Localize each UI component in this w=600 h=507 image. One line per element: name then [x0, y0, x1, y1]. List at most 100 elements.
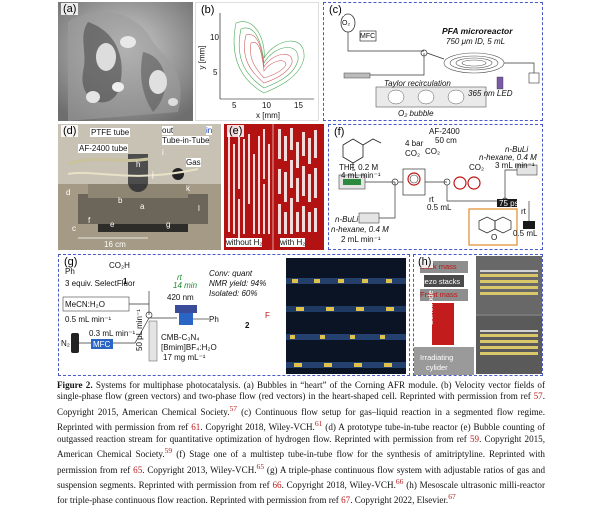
n2-label: N₂	[61, 339, 70, 348]
caption-ref-sup[interactable]: 59	[164, 446, 173, 456]
ptfe-tube-label: PTFE tube	[90, 128, 131, 137]
flow-setup-diagram	[340, 13, 540, 108]
panel-f-label: (f)	[332, 126, 347, 138]
rt-1: rt	[429, 195, 434, 204]
part-letter-d: d	[66, 188, 71, 197]
caption-ref-sup[interactable]: 61	[314, 419, 323, 429]
panel-g-photos	[286, 258, 406, 374]
reactor-spec: 750 μm ID, 5 mL	[446, 37, 506, 46]
volume-2: 0.5 mL	[513, 229, 538, 238]
caption-ref-link[interactable]: 66	[272, 480, 282, 490]
cylinder-label: cylider	[426, 363, 448, 372]
caption-ref-sup[interactable]: 67	[448, 492, 456, 502]
panel-f-frame	[328, 124, 543, 250]
part-letter-k: k	[186, 184, 190, 193]
panel-f-scheme: (f) THF, 0.2 M 4 mL min⁻¹ n-BuLi n-hexan…	[329, 125, 542, 249]
panel-e-bubble-counting: (e) without H₂ with H₂	[224, 124, 324, 250]
reagent-ph: Ph	[65, 267, 75, 276]
part-letter-e: e	[110, 220, 115, 229]
isolated-yield: Isolated: 60%	[209, 289, 258, 298]
back-mass-label: Back mass	[420, 262, 457, 271]
caption-ref-sup[interactable]: 57	[229, 403, 238, 413]
caption-ref-link[interactable]: 61	[191, 422, 201, 433]
caption-text-10: . Copyright 2018, Wiley-VCH.	[281, 480, 396, 490]
caption-figure-number: Figure 2.	[57, 380, 93, 390]
vol-flow: 50 μL min⁻¹	[135, 309, 144, 351]
led-label: 365 nm LED	[468, 89, 513, 98]
x-tick-10: 10	[262, 101, 271, 110]
selectfluor-equiv: 3 equiv. SelectFluor	[65, 279, 136, 288]
panel-c-label: (c)	[327, 4, 344, 16]
part-letter-h: h	[136, 160, 141, 169]
nmr-yield: NMR yield: 94%	[209, 279, 267, 288]
reactor-title: PFA microreactor	[442, 26, 513, 36]
sonotrode-label: Sonotrode	[426, 290, 435, 325]
panel-h-label: (h)	[416, 256, 434, 268]
segment-photos	[286, 258, 406, 374]
ionic-liquid: [Bmim]BF₄:H₂O	[161, 343, 217, 352]
nbuli-2-flow: 3 mL min⁻¹	[495, 161, 535, 170]
caption-text-5: (d) A prototype tube-in-tube reactor (e)…	[57, 422, 545, 444]
nbuli-2: n-BuLi	[505, 145, 529, 154]
nbuli-1-flow: 2 mL min⁻¹	[341, 235, 381, 244]
catalyst-amount: 17 mg mL⁻¹	[163, 353, 206, 362]
y-tick-10: 10	[210, 33, 219, 42]
panel-g-frame	[58, 254, 410, 376]
co2-in-label: CO₂	[405, 149, 421, 158]
figure-caption: Figure 2. Systems for multiphase photoca…	[57, 380, 545, 507]
part-letter-c: c	[72, 224, 76, 233]
caption-text-6: . Copyright 2015, American Chemical Soci…	[57, 433, 545, 460]
caption-ref-link[interactable]: 59	[469, 433, 480, 444]
rt-2: rt	[521, 207, 526, 216]
nbuli-2-conc: n-hexane, 0.4 M	[479, 153, 537, 162]
gas-label: Gas	[186, 158, 201, 167]
reagent-flow: 4 mL min⁻¹	[341, 171, 381, 180]
co2-vent-label: CO₂	[469, 163, 485, 172]
part-letter-l: l	[198, 204, 200, 213]
scale-label: 16 cm	[104, 240, 126, 249]
reactor-coil-photos	[476, 256, 542, 374]
front-mass-label: Front mass	[420, 290, 458, 299]
back-pressure: 75 psi	[499, 199, 521, 208]
tube-in-tube-label: Tube-in-Tube	[162, 136, 210, 145]
n2-flow: 0.3 mL min⁻¹	[89, 329, 136, 338]
caption-text-8: . Copyright 2013, Wiley-VCH.	[142, 464, 257, 475]
wavelength-label: 420 nm	[167, 293, 194, 302]
part-letter-a: a	[140, 202, 145, 211]
panel-b-label: (b)	[199, 4, 217, 16]
substrate-number: 1	[123, 277, 128, 286]
irradiating-label: Irradiating	[420, 353, 454, 362]
caption-ref-link[interactable]: 57	[533, 391, 543, 402]
x-axis-label: x [mm]	[256, 111, 280, 120]
caption-ref-link[interactable]: 65	[133, 464, 143, 475]
part-letter-f: f	[88, 216, 91, 225]
in-label: in	[206, 126, 213, 135]
panel-e-label: (e)	[227, 125, 245, 137]
without-h2-label: without H₂	[226, 238, 263, 247]
caption-text-4: . Copyright 2018, Wiley-VCH.	[200, 422, 315, 433]
caption-ref-sup[interactable]: 66	[395, 476, 404, 486]
caption-ref-sup[interactable]: 65	[256, 461, 265, 471]
panel-h-photos	[476, 256, 542, 374]
carboxylic-acid: CO₂H	[109, 261, 130, 270]
out-label: out	[162, 126, 174, 135]
rt-g: rt	[177, 273, 182, 282]
caption-text-3: (c) Continuous flow setup for gas–liquid…	[57, 406, 545, 433]
vector-field-plot	[219, 13, 314, 100]
volume-1: 0.5 mL	[427, 203, 452, 212]
piezo-label: Piezo stacks	[418, 277, 461, 286]
part-letter-j: j	[152, 170, 154, 179]
mfc-label: MFC	[360, 33, 376, 40]
af2400-tube-label: AF-2400 tube	[78, 144, 129, 153]
caption-ref-link[interactable]: 67	[341, 495, 351, 506]
solvent-flow: 0.5 mL min⁻¹	[65, 315, 112, 324]
conversion: Conv: quant	[209, 269, 253, 278]
part-letter-i: i	[162, 148, 164, 157]
panel-a-label: (a)	[61, 3, 79, 15]
panel-h-frame	[413, 254, 543, 376]
amitriptyline-flow-scheme	[338, 138, 538, 246]
reagent-conc: THF, 0.2 M	[339, 163, 379, 172]
triple-phase-scheme	[62, 291, 209, 362]
taylor-label: Taylor recirculation	[384, 79, 451, 88]
figure-2: (a) (b) y [mm] 10 5 5 10 15 x [mm]	[58, 2, 543, 376]
